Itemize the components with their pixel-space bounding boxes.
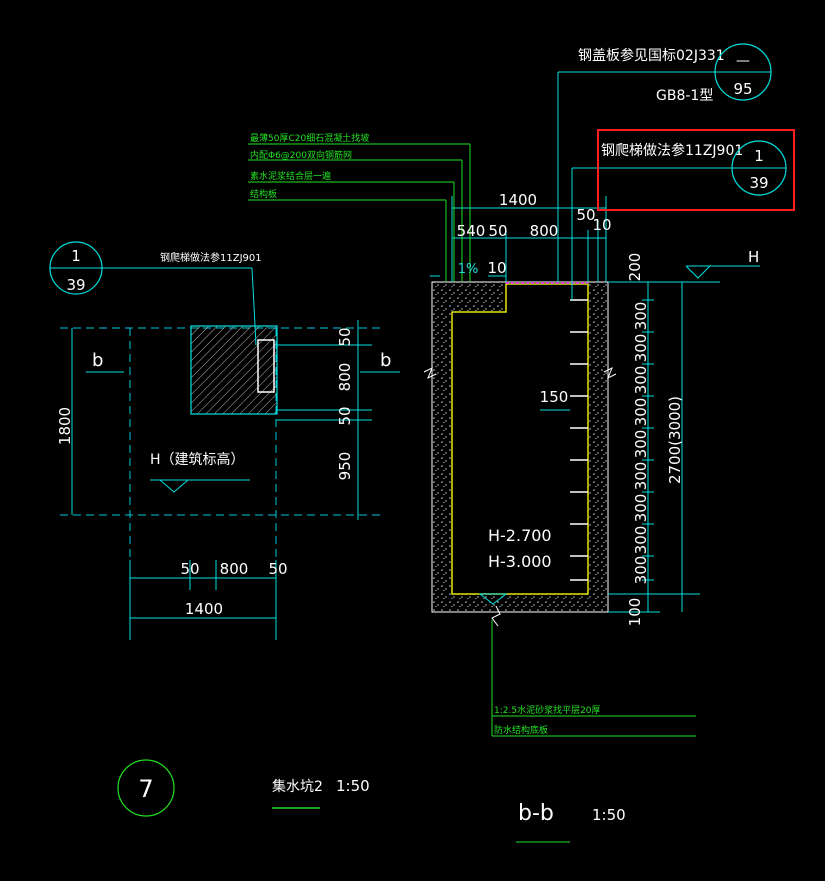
bottom-elev-1: H-2.700 [488,526,552,545]
cover-bubble-bottom: 95 [733,80,752,98]
ladder-rungs [570,299,588,581]
section-dim-top-50: 50 [576,206,595,224]
section-dim-r-11: 100 [626,598,644,627]
section-dim-top-10b: 10 [487,259,506,277]
plan-ladder-note: 钢爬梯做法参11ZJ901 [160,251,262,264]
plan-title: 集水坑2 [272,778,323,795]
ladder-bubble-bottom: 39 [749,174,768,192]
section-dim-top-total: 1400 [499,191,537,209]
plan-grate [190,325,278,415]
plan-bubble-top: 1 [71,247,81,265]
plan-ladder [257,339,275,393]
section-dim-r-7: 300 [632,462,650,491]
section-dim-top-10a: 10 [592,216,611,234]
plan-view: 1 39 钢爬梯做法参11ZJ901 b b H（建筑标高） 50 800 50… [49,241,400,817]
bottom-note-2: 防水结构底板 [494,724,548,736]
section-elev-h: H [748,248,759,266]
plan-dim-b-1: 50 [180,560,199,578]
section-dim-top-2: 50 [488,222,507,240]
ladder-bubble-top: 1 [754,147,764,165]
cover-note: 钢盖板参见国标02J331 [578,47,725,64]
cover-type: GB8-1型 [656,88,713,104]
section-dim-r-1: 200 [626,253,644,282]
plan-number: 7 [138,775,153,803]
section-dim-r-8: 300 [632,494,650,523]
pit-waterproof-line [451,283,589,595]
ladder-note: 钢爬梯做法参11ZJ901 [601,142,743,159]
layer-note-3: 素水泥浆结合层一遍 [250,170,331,182]
plan-dim-v-total: 1800 [56,407,74,445]
plan-dim-v-1: 50 [336,327,354,346]
plan-elevation-marker [158,479,190,493]
plan-dim-v-2: 800 [336,363,354,392]
plan-dim-v-4: 950 [336,452,354,481]
section-dim-top-1: 540 [457,222,486,240]
rung-spacing: 150 [540,388,569,406]
plan-section-mark-right: b [380,350,391,371]
layer-note-4: 结构板 [250,188,277,200]
layer-note-1: 最薄50厚C20细石混凝土找坡 [250,132,369,144]
plan-scale: 1:50 [336,777,370,795]
section-dim-r-10: 300 [632,556,650,585]
plan-bubble-bottom: 39 [66,276,85,294]
plan-dim-v-3: 50 [336,406,354,425]
plan-section-mark-left: b [92,350,103,371]
section-view: 最薄50厚C20细石混凝土找坡 内配Φ6@200双向钢筋网 素水泥浆结合层一遍 … [248,43,795,843]
plan-elevation-label: H（建筑标高） [150,451,245,468]
slope-label: 1% [458,262,479,277]
highlight-box [597,129,795,211]
plan-dim-b-total: 1400 [185,600,223,618]
section-dim-r-3: 300 [632,334,650,363]
plan-number-circle [117,759,175,817]
plan-dim-b-2: 800 [220,560,249,578]
section-dim-r-4: 300 [632,366,650,395]
section-scale: 1:50 [592,806,626,824]
section-dim-r-6: 300 [632,430,650,459]
section-dim-r-9: 300 [632,526,650,555]
section-title: b-b [518,801,554,826]
plan-dim-b-3: 50 [268,560,287,578]
bottom-note-1: 1:2.5水泥砂浆找平层20厚 [494,704,601,716]
section-dim-r-total: 2700(3000) [666,396,684,484]
layer-note-2: 内配Φ6@200双向钢筋网 [250,149,352,161]
section-dim-r-2: 300 [632,302,650,331]
bottom-elev-2: H-3.000 [488,552,552,571]
section-dim-r-5: 300 [632,398,650,427]
cover-bubble-top: — [736,53,750,69]
section-dim-top-3: 800 [530,222,559,240]
